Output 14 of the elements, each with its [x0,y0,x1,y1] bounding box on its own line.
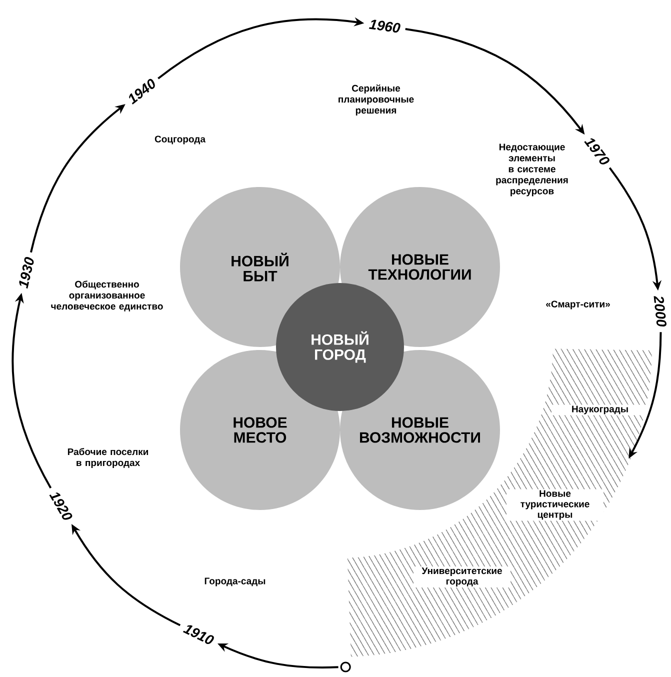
node-label: Наукограды [572,406,628,414]
year-label: 1930 [19,257,34,289]
caption-text: Соцгорода [154,136,206,144]
caption-text: Рабочие поселки в пригородах [68,448,148,468]
caption-text: Общественно организованное человеческое единство [51,280,163,312]
start-circle [340,662,351,672]
node-label: Новые туристические центры [520,490,590,520]
caption-text: «Смарт-сити» [546,300,610,310]
caption-text: Города-сады [204,578,266,586]
year-label: 2000 [654,296,666,326]
caption-text: Серийные планировочные решения [338,84,414,116]
year-label: 1960 [368,20,400,33]
node-label: Университетские города [422,567,502,586]
year-label: 1910 [182,625,214,644]
